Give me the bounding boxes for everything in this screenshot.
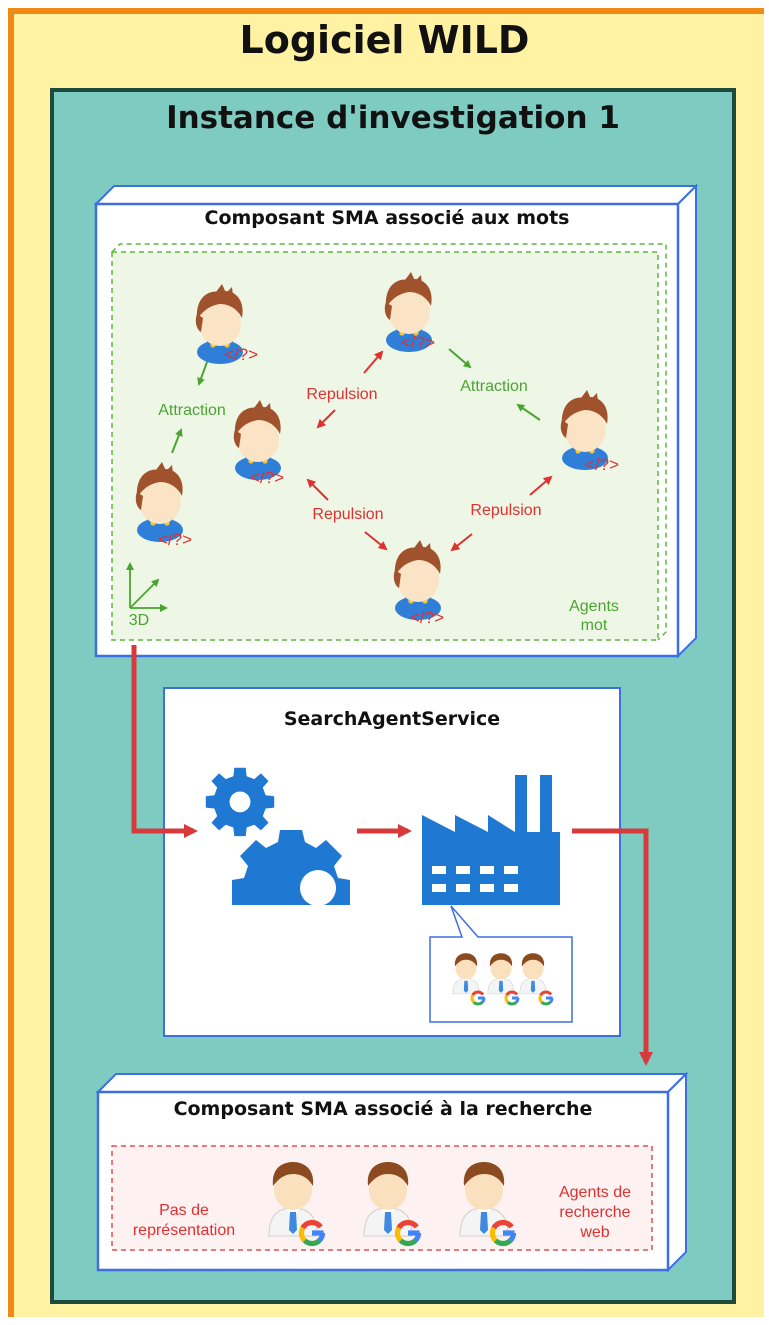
repulsion-arrow-3: [306, 478, 329, 501]
repulsion-arrow-2: [316, 409, 336, 429]
search-agent-service-title: SearchAgentService: [283, 708, 501, 730]
repulsion-label: Repulsion: [312, 506, 384, 523]
word-agent: </?>: [233, 400, 284, 487]
attraction-arrow-3: [448, 348, 472, 369]
svg-text:</?>: </?>: [585, 455, 619, 474]
svg-text:</?>: </?>: [158, 530, 192, 549]
word-agent: </?>: [135, 462, 192, 549]
attraction-arrow-4: [516, 403, 541, 421]
svg-text:</?>: </?>: [401, 333, 435, 352]
axes-3d-label: 3D: [128, 612, 150, 629]
word-agent: </?>: [384, 272, 435, 352]
repulsion-label: Repulsion: [470, 502, 542, 519]
attraction-label: Attraction: [158, 402, 226, 419]
svg-text:</?>: </?>: [224, 345, 258, 364]
factory-icon: [422, 775, 560, 905]
flow-arrow-to-search-component: [572, 828, 653, 1066]
word-component-title: Composant SMA associé aux mots: [204, 207, 570, 229]
software-title: Logiciel WILD: [239, 18, 530, 62]
repulsion-arrow-5: [450, 533, 473, 552]
svg-text:</?>: </?>: [410, 608, 444, 627]
repulsion-arrow-1: [363, 350, 384, 374]
svg-text:</?>: </?>: [250, 468, 284, 487]
search-component-title: Composant SMA associé à la recherche: [173, 1098, 593, 1120]
repulsion-arrow-4: [364, 531, 388, 551]
word-agent: </?>: [393, 540, 444, 627]
web-search-agents-label: Agents de recherche web: [558, 1184, 632, 1241]
investigation-instance-title: Instance d'investigation 1: [166, 100, 620, 136]
repulsion-label: Repulsion: [306, 386, 378, 403]
flow-arrow-to-gears: [131, 645, 198, 838]
attraction-label: Attraction: [460, 378, 528, 395]
attraction-arrow-1: [197, 361, 208, 386]
word-agent: </?>: [560, 390, 619, 474]
attraction-arrow-2: [171, 428, 183, 454]
repulsion-arrow-6: [529, 475, 553, 496]
word-agent: </?>: [195, 284, 258, 364]
gears-icon: [205, 767, 350, 906]
word-agents-label: Agents mot: [569, 598, 619, 634]
no-representation-label: Pas de représentation: [132, 1202, 236, 1239]
axes-3d-icon: [126, 562, 168, 612]
